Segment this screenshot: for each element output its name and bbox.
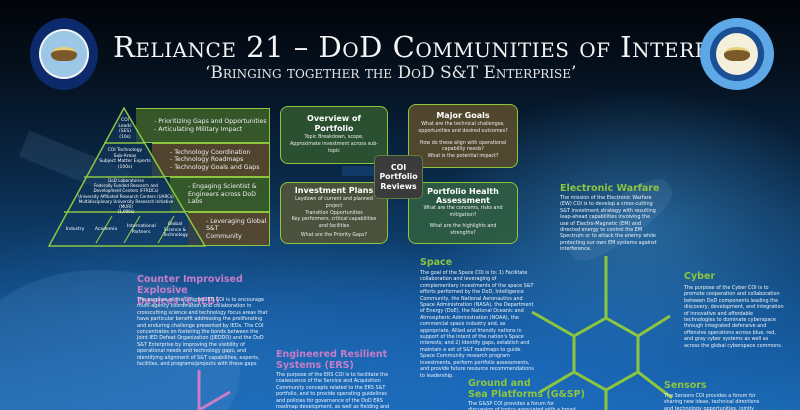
- pyramid-segment-global-st: Global Science & Technology: [163, 222, 189, 239]
- pyramid-band-tier1: - Prioritizing Gaps and Opportunities - …: [136, 108, 270, 143]
- box-investment-plans: Investment Plans Laydown of current and …: [280, 182, 388, 244]
- box-overview-of-portfolio: Overview of Portfolio Topic Breakdown, s…: [280, 106, 388, 164]
- coi-portfolio-reviews-hub: COI Portfolio Reviews: [374, 155, 423, 199]
- page-title: Reliance 21 – DoD Communities of Interes…: [113, 30, 738, 64]
- coi-ew-title: Electronic Warfare: [560, 183, 660, 194]
- coi-sensors-title: Sensors: [664, 380, 707, 391]
- coi-cyber-title: Cyber: [684, 271, 716, 282]
- pyramid-diagram: [48, 107, 207, 247]
- coi-space-text: The goal of the Space COI is to: 1) Faci…: [420, 270, 534, 379]
- pyramid-segment-international: International Partners: [127, 224, 156, 235]
- pyramid-band-tier3: - Engaging Scientist & Engineers across …: [170, 177, 270, 212]
- box-major-goals: Major Goals What are the technical chall…: [408, 104, 518, 168]
- pyramid-segment-academia: Academia: [94, 227, 118, 232]
- pyramid-band-tier2: - Technology Coordination - Technology R…: [152, 143, 270, 177]
- box-portfolio-health-assessment: Portfolio Health Assessment What are the…: [408, 182, 518, 244]
- coi-ers-text: The purpose of the ERS COI is to facilit…: [276, 372, 390, 410]
- page-subtitle: ‘Bringing together the DoD S&T Enterpris…: [205, 63, 577, 83]
- coi-gsp-text: The G&SP COI provides a forum for discus…: [468, 401, 576, 410]
- coi-ew-text: The mission of the Electronic Warfare (E…: [560, 195, 657, 253]
- coi-space-title: Space: [420, 257, 453, 268]
- reliance21-seal-icon: [700, 18, 774, 90]
- pyramid-segment-industry: Industry: [65, 227, 85, 232]
- coi-cied-text: The purpose of the Counter-IED COI is to…: [137, 297, 268, 368]
- dod-seal-icon: [30, 18, 98, 90]
- coi-cyber-text: The purpose of the Cyber COI is to promo…: [684, 285, 784, 349]
- coi-sensors-text: The Sensors COI provides a forum for sha…: [664, 393, 760, 410]
